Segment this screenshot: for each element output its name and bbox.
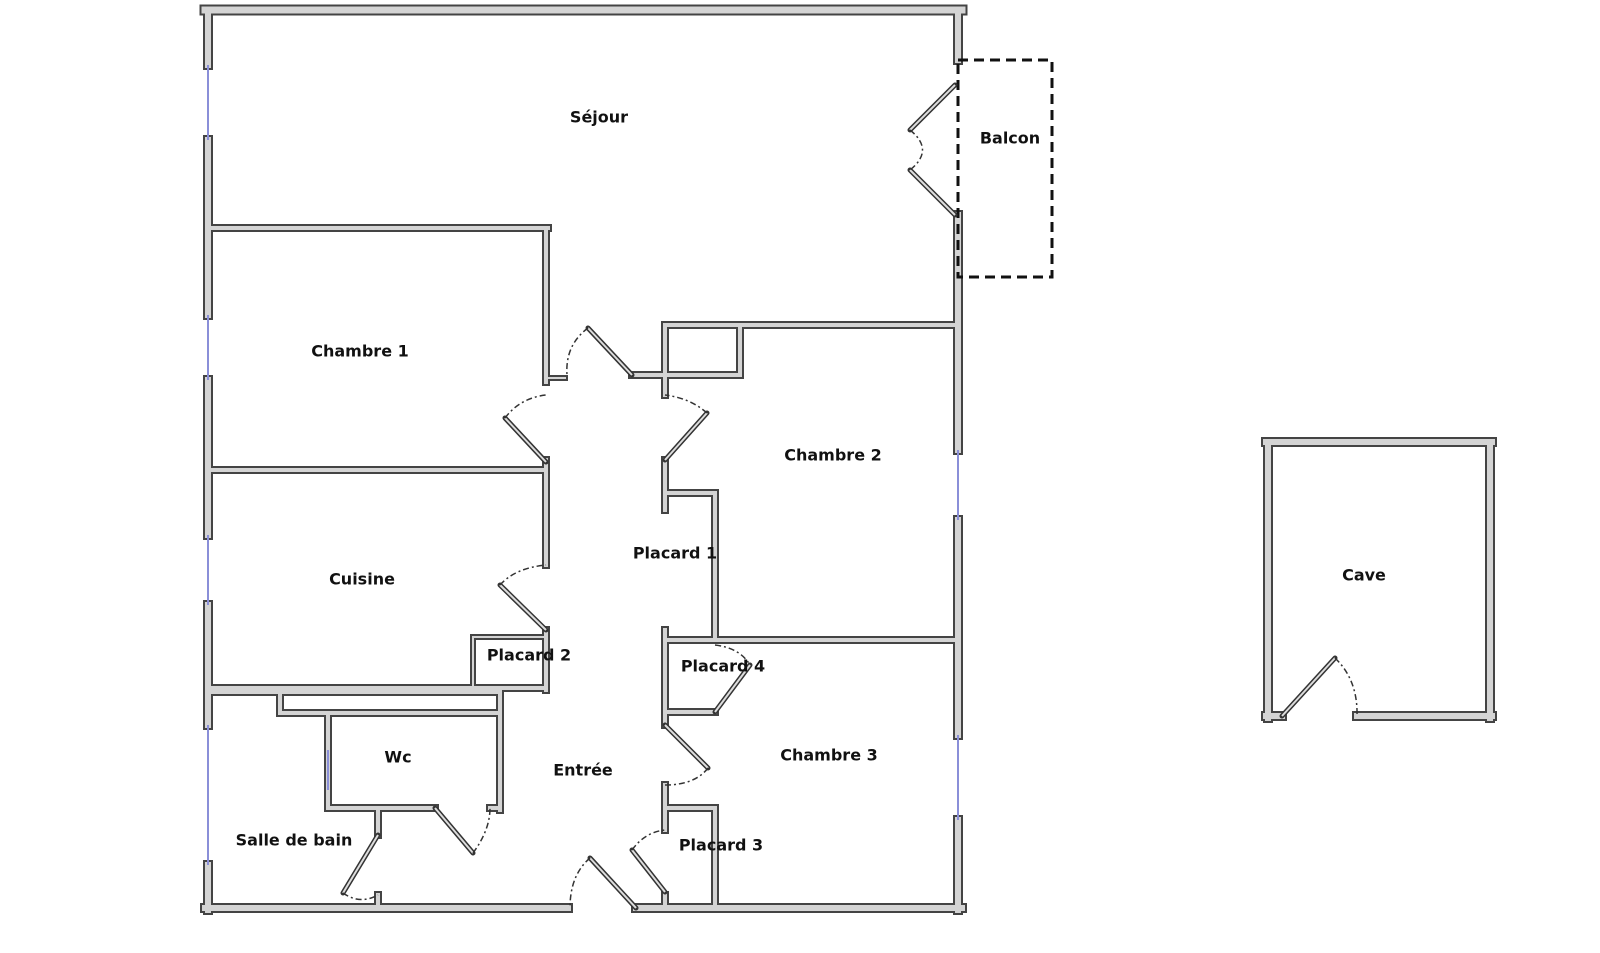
room-label-placard3: Placard 3 [678, 835, 764, 855]
door-swing-arc [909, 129, 924, 171]
door-leaf-fill [909, 84, 956, 131]
room-label-sejour: Séjour [569, 107, 629, 127]
door-swing-arc [664, 767, 709, 786]
door-swing-arc [1334, 657, 1358, 717]
room-label-balcon: Balcon [979, 128, 1041, 148]
room-label-chambre2: Chambre 2 [784, 445, 882, 465]
room-label-chambre1: Chambre 1 [311, 341, 409, 361]
room-label-cave: Cave [1342, 565, 1386, 585]
door-swing-arc [504, 394, 547, 419]
room-label-placard4: Placard 4 [680, 656, 766, 676]
balcony-outline [956, 58, 1054, 279]
door-leaf-fill [589, 857, 637, 909]
door-leaf-fill [909, 169, 956, 216]
door-leaf-fill [504, 417, 547, 463]
door-swing-arc [472, 807, 491, 854]
door-swing-arc [342, 892, 379, 901]
door-swing-arc [566, 327, 589, 376]
door-leaf-fill [342, 834, 379, 894]
door-swing-arc [714, 644, 751, 666]
room-label-entree: Entrée [553, 760, 613, 780]
door-swing-arc [569, 857, 591, 909]
door-leaf-fill [587, 327, 633, 376]
room-label-chambre3: Chambre 3 [780, 745, 878, 765]
door-leaf-fill [434, 807, 474, 854]
room-label-placard2: Placard 2 [486, 645, 572, 665]
door-leaf-fill [499, 584, 547, 631]
door-leaf-fill [631, 849, 666, 893]
door-leaf-fill [714, 664, 751, 713]
room-label-salle-de-bain: Salle de bain [235, 830, 353, 850]
door-swing-arc [664, 394, 708, 414]
room-label-placard1: Placard 1 [632, 543, 718, 563]
door-leaf-fill [664, 724, 709, 769]
room-label-cuisine: Cuisine [329, 569, 395, 589]
door-swing-arc [499, 564, 547, 586]
door-swing-arc [631, 829, 666, 851]
room-label-wc: Wc [384, 747, 412, 767]
door-leaf-fill [664, 412, 708, 461]
door-leaf-fill [1281, 657, 1336, 717]
